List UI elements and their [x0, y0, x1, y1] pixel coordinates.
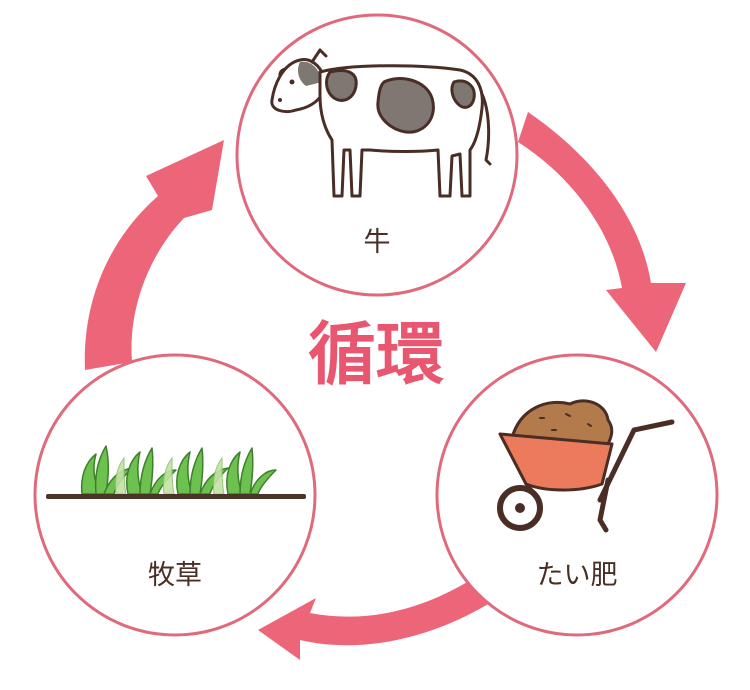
cow-icon [270, 48, 492, 198]
wheelbarrow-icon [497, 399, 675, 533]
node-cow-label: 牛 [364, 227, 391, 258]
node-manure-circle [435, 353, 719, 637]
node-cow: 牛 [235, 13, 519, 297]
node-grass: 牧草 [33, 353, 317, 637]
grass-blades-light [115, 456, 225, 495]
arrow-manure-to-grass [258, 570, 498, 660]
node-manure: たい肥 [435, 353, 719, 637]
cycle-title: 循環 [308, 316, 444, 395]
arrow-grass-to-cow [84, 140, 224, 370]
node-manure-label: たい肥 [537, 560, 618, 591]
node-grass-label: 牧草 [148, 560, 202, 591]
cycle-arrows [84, 112, 686, 660]
grass-blades [80, 445, 277, 495]
soil-line [46, 494, 306, 499]
grass-icon [46, 445, 306, 499]
arrow-cow-to-manure [518, 112, 686, 352]
